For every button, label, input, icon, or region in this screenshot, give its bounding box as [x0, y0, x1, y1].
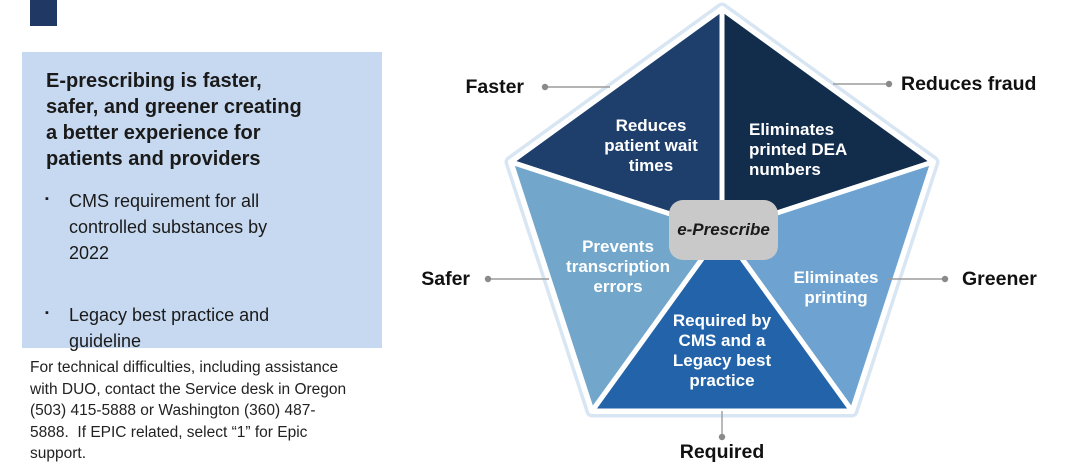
segment-label-safer: Prevents transcription errors: [566, 237, 670, 296]
segment-label-required: Required by CMS and a Legacy best practi…: [672, 311, 772, 390]
segment-label-faster: Reduces patient wait times: [604, 116, 698, 175]
center-badge-label: e-Prescribe: [677, 220, 770, 239]
callout-faster: Faster: [465, 76, 524, 98]
list-item: ▪ Legacy best practice and guideline: [45, 302, 365, 354]
callout-required: Required: [679, 441, 765, 463]
callout-reduces-fraud: Reduces fraud: [901, 73, 1037, 95]
accent-square: [30, 0, 57, 26]
segment-label-greener: Eliminates printing: [793, 268, 879, 307]
bullet-text: CMS requirement for all controlled subst…: [69, 191, 268, 263]
support-note: For technical difficulties, including as…: [30, 359, 347, 462]
bullet-icon: ▪: [45, 307, 49, 319]
bullet-text: Legacy best practice and guideline: [69, 305, 270, 351]
list-item: ▪ CMS requirement for all controlled sub…: [45, 188, 365, 266]
bullet-icon: ▪: [45, 193, 49, 205]
info-panel: E-prescribing is faster, safer, and gree…: [22, 52, 382, 351]
center-badge: e-Prescribe: [669, 200, 778, 260]
panel-heading: E-prescribing is faster, safer, and gree…: [46, 70, 302, 170]
callout-greener: Greener: [962, 268, 1037, 290]
callout-dots: [484, 80, 949, 441]
callout-connectors: [490, 83, 943, 436]
bullet-list: ▪ CMS requirement for all controlled sub…: [45, 188, 365, 390]
segment-label-reduces-fraud: Eliminates printed DEA numbers: [749, 120, 848, 179]
callout-safer: Safer: [421, 268, 470, 290]
